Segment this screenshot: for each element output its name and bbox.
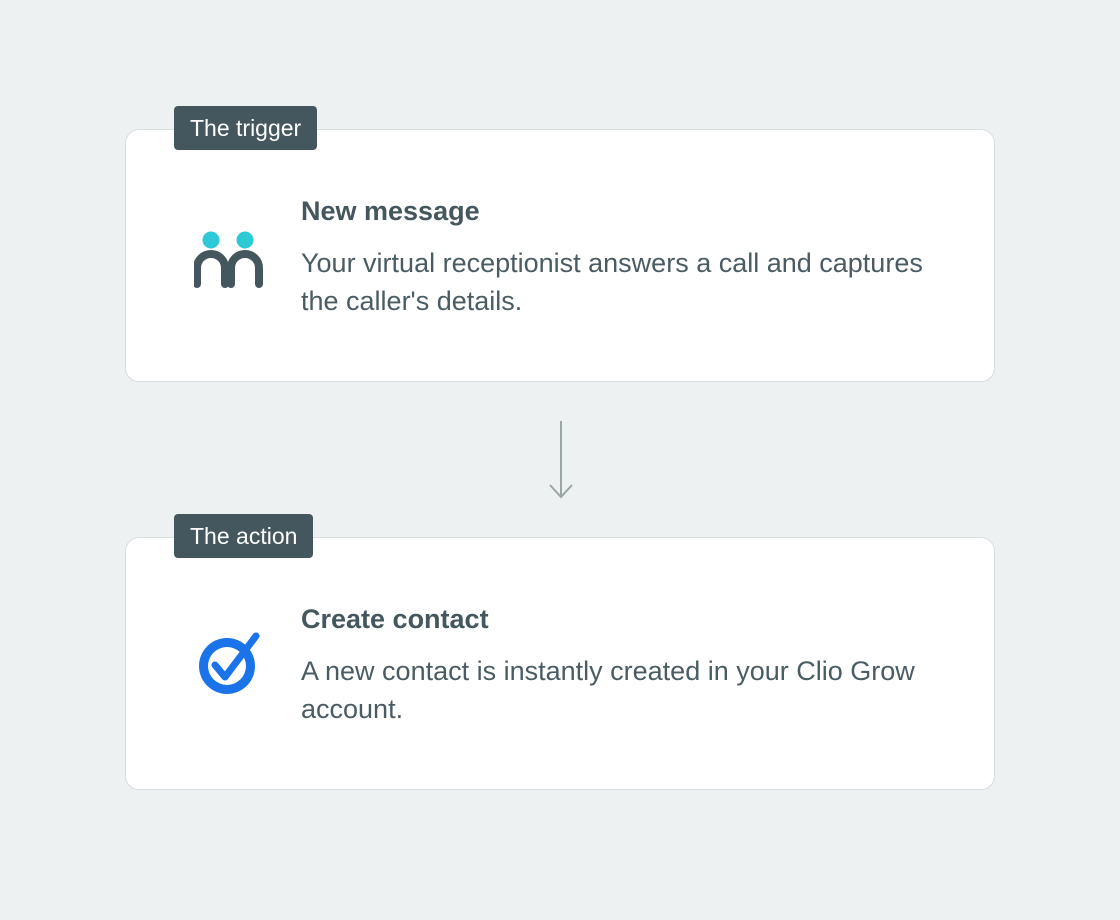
action-description: A new contact is instantly created in yo…	[301, 656, 915, 724]
trigger-title: New message	[301, 196, 480, 226]
receptionist-icon	[193, 222, 264, 292]
trigger-tag: The trigger	[174, 106, 318, 150]
clio-checkmark-icon	[194, 630, 264, 700]
action-tag: The action	[174, 514, 314, 558]
down-arrow-icon	[549, 421, 573, 499]
action-title: Create contact	[301, 604, 489, 634]
trigger-description: Your virtual receptionist answers a call…	[301, 248, 923, 316]
trigger-card: New message Your virtual receptionist an…	[125, 129, 995, 382]
action-card: Create contact A new contact is instantl…	[125, 537, 995, 790]
